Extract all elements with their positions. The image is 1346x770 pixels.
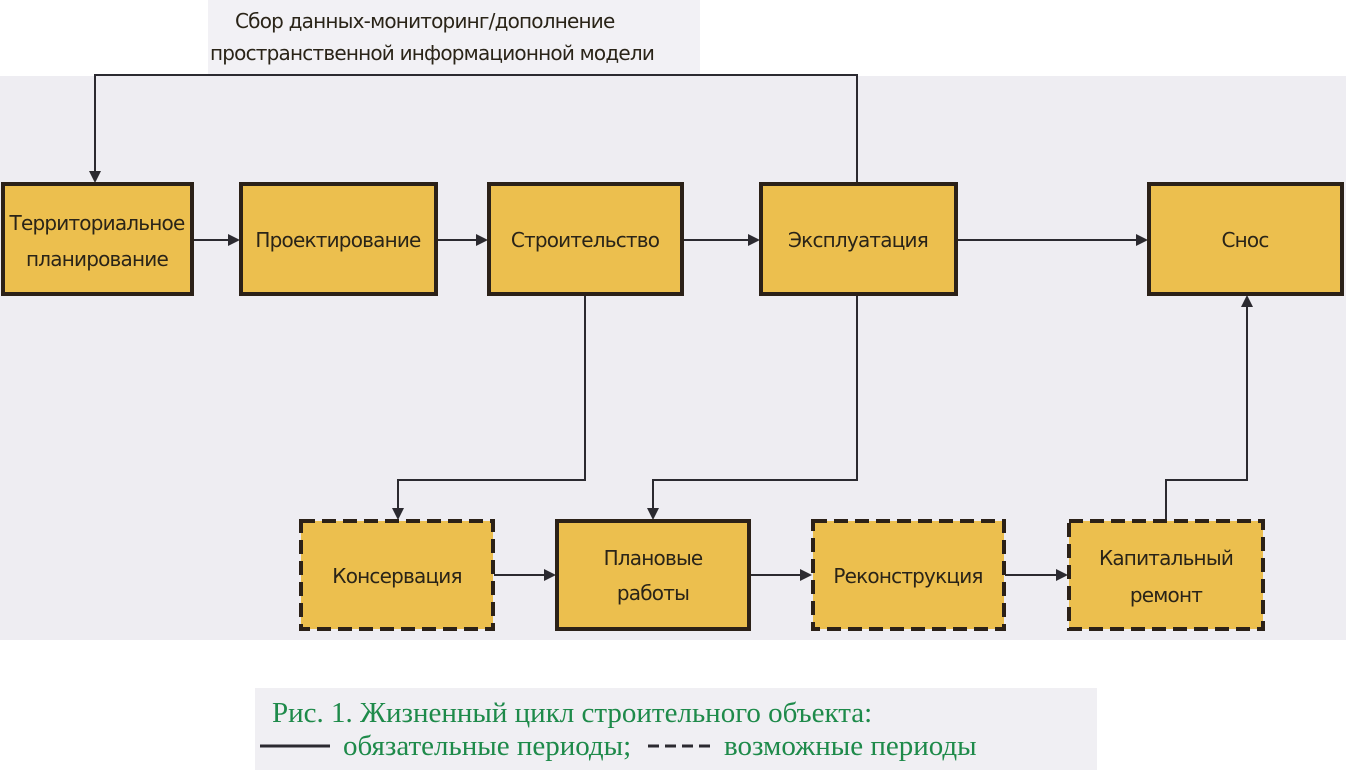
connectors [89, 74, 1253, 581]
legend-solid-label: обязательные периоды; [343, 730, 631, 762]
box-operation [759, 182, 958, 296]
arrow-construction-conservation [392, 295, 586, 520]
box-conservation [299, 519, 495, 631]
territorial-line1: Территориальное [9, 211, 185, 235]
arrow-overhaul-demolition [1165, 295, 1253, 520]
planned-line1: Плановые [604, 546, 703, 570]
construction-label: Строительство [511, 228, 660, 252]
box-construction [487, 182, 684, 296]
box-design [239, 182, 438, 296]
caption-title: Рис. 1. Жизненный цикл строительного объ… [272, 697, 872, 729]
box-planned [555, 519, 751, 631]
conservation-label: Консервация [332, 564, 461, 588]
box-territorial [1, 182, 194, 296]
caption-background [255, 688, 1097, 770]
overhaul-line2: ремонт [1130, 583, 1203, 607]
top-label-line1: Сбор данных-мониторинг/дополнение [235, 9, 615, 33]
legend-dashed-label: возможные периоды [724, 730, 977, 762]
feedback-loop-arrow [89, 74, 858, 183]
territorial-line2: планирование [26, 247, 168, 271]
box-overhaul [1067, 519, 1265, 631]
reconstruction-label: Реконструкция [833, 564, 982, 588]
top-label-background [208, 0, 700, 76]
overhaul-line1: Капитальный [1099, 546, 1233, 570]
planned-line2: работы [617, 581, 689, 605]
box-demolition [1147, 182, 1344, 296]
top-label-line2: пространственной информационной модели [210, 41, 654, 65]
demolition-label: Снос [1221, 228, 1268, 252]
box-reconstruction [811, 519, 1006, 631]
operation-label: Эксплуатация [788, 228, 928, 252]
design-label: Проектирование [255, 228, 421, 252]
arrow-operation-planned [647, 295, 858, 520]
